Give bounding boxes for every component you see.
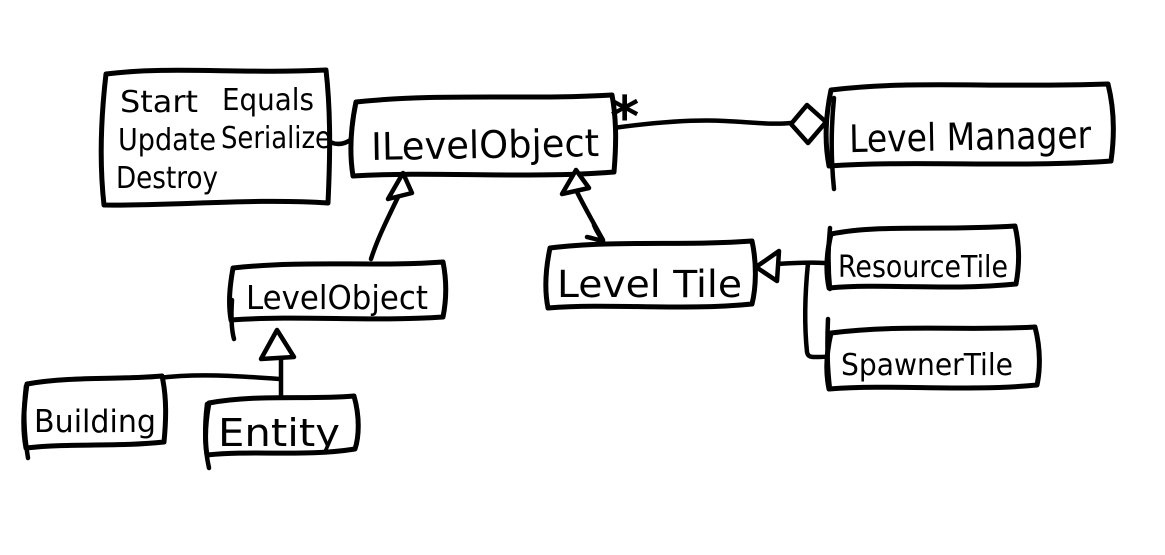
entity-left-edge-tail [203,401,212,471]
class-box-levelmanager: Level Manager [823,81,1116,192]
resourcetile-left-edge-tail [826,225,833,292]
realization-line-leveltile-barb [584,222,606,244]
class-label-spawnertile: SpawnerTile [841,348,1013,383]
class-label-levelmanager: Level Manager [849,113,1092,161]
class-label-resourcetile: ResourceTile [838,250,1008,285]
class-box-spawnertile: SpawnerTile [824,316,1042,392]
note-box-border [98,67,333,208]
leveltile-border [543,238,758,311]
generalization-line-resourcetile [774,260,827,267]
levelmanager-left-edge-tail [829,95,837,192]
class-box-levelobject: LevelObject [227,259,449,342]
class-note-box: Start Equals Update Serialize Destroy [98,67,333,208]
building-left-edge-tail [22,383,31,461]
realization-line-levelobject [368,194,401,262]
edges [155,118,833,400]
class-box-ilevelobject: ILevelObject [348,92,619,179]
class-label-levelobject: LevelObject [246,278,428,317]
note-method-destroy: Destroy [116,161,218,196]
realization-triangle-levelobject [385,170,415,202]
ilevelobject-border [348,92,619,179]
class-label-building: Building [34,404,156,440]
levelmanager-border [823,81,1116,169]
generalization-line-building [155,373,283,382]
class-label-leveltile: Level Tile [557,263,742,306]
aggregation-line [610,118,794,131]
generalization-triangle-levelobject-bottom [258,327,297,362]
generalization-triangle-leveltile-right [753,248,782,284]
class-label-ilevelobject: ILevelObject [371,121,600,169]
arrowheads [258,102,829,362]
multiplicity-star: * [610,85,639,150]
class-label-entity: Entity [218,411,340,455]
note-method-serialize: Serialize [221,121,331,156]
class-box-resourcetile: ResourceTile [824,223,1021,292]
note-method-update: Update [118,123,216,158]
aggregation-diamond [788,102,829,146]
generalization-branch-spawnertile [802,260,833,360]
class-box-leveltile: Level Tile [543,238,758,311]
class-box-entity: Entity [203,393,361,471]
note-method-start: Start [120,85,198,120]
realization-triangle-leveltile [559,167,592,197]
class-box-building: Building [21,373,169,461]
nodes: Start Equals Update Serialize Destroy IL… [21,67,1116,471]
levelobject-left-edge-tail [229,297,237,342]
note-method-equals: Equals [222,83,314,118]
spawnertile-left-edge-tail [825,316,833,392]
